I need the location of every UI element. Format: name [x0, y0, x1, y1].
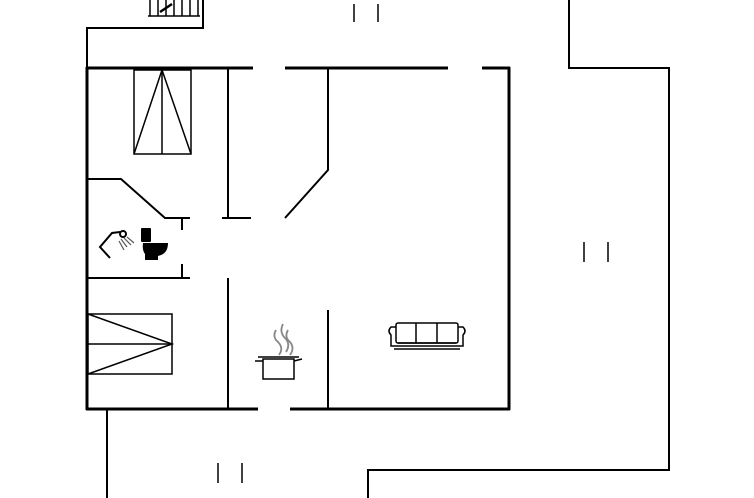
terrace-boundary: [86, 0, 670, 498]
interior-walls: [87, 68, 329, 409]
sofa-icon: [388, 322, 466, 350]
terrace-right-line: [367, 0, 670, 498]
stair-icon: [148, 0, 200, 17]
terrace-top-left-line: [86, 0, 204, 68]
bed-icon: [87, 313, 175, 375]
exterior-walls: [85, 66, 511, 411]
opening-markers: [217, 4, 609, 483]
wall-hall-angled: [284, 68, 329, 219]
shower-icon: [98, 230, 135, 259]
toilet-icon: [141, 228, 168, 260]
bed-icon: [133, 67, 192, 155]
wall-bath-top: [87, 178, 190, 219]
cooking-pot-icon: [255, 323, 303, 380]
